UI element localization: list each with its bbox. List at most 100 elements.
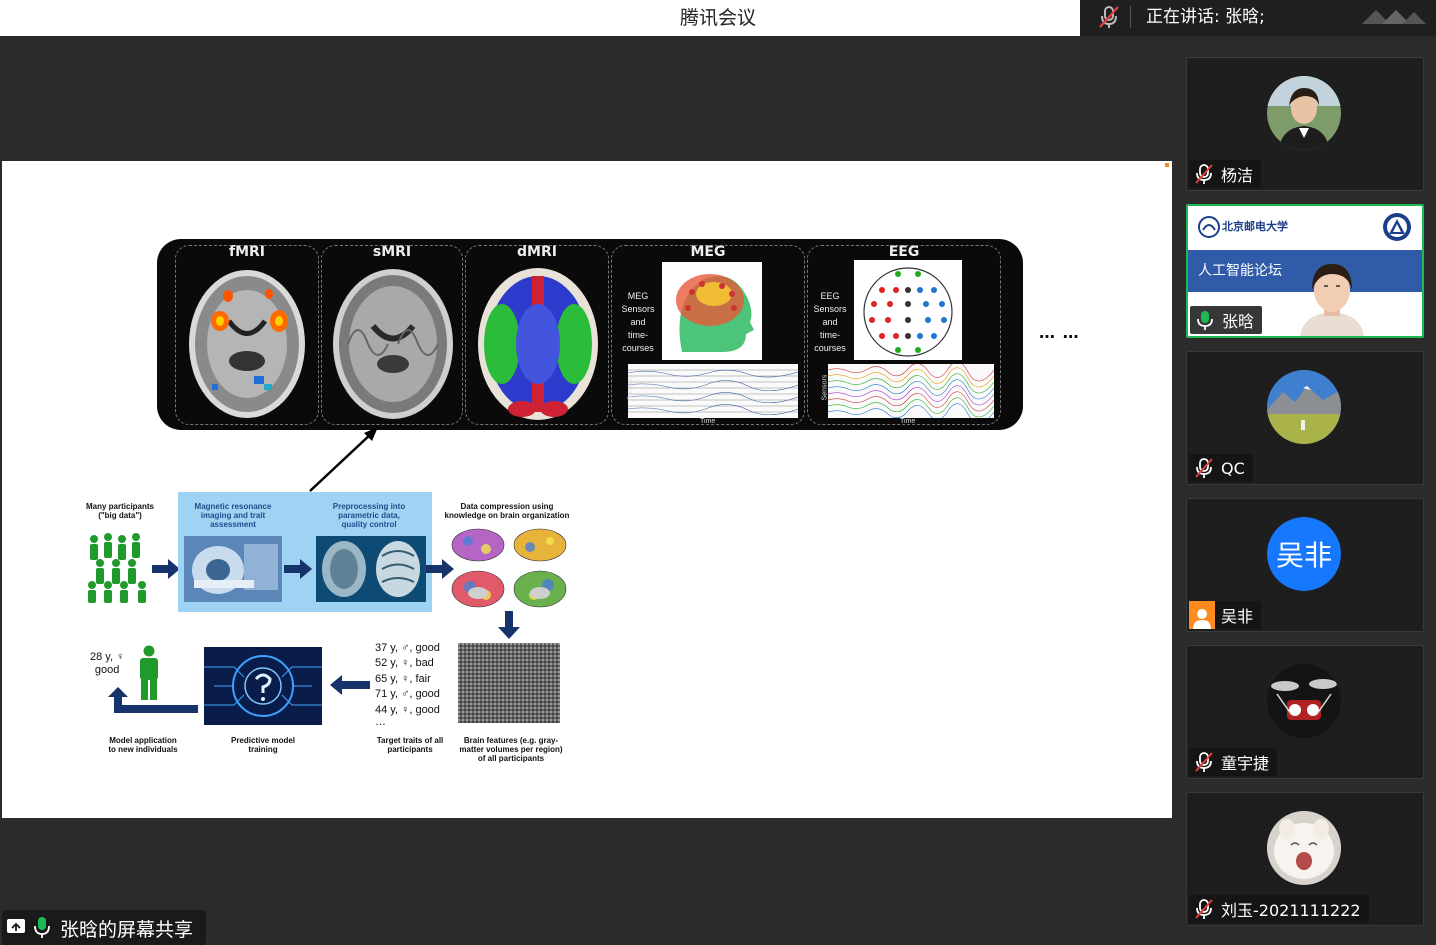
predictive-caption: Predictive model training [230, 736, 296, 754]
eeg-side-label: EEG Sensors and time- courses [813, 291, 847, 353]
preprocessing-caption: Preprocessing into parametric data, qual… [332, 502, 406, 529]
divider [1130, 6, 1131, 28]
dmri-tractography-image [478, 268, 598, 420]
mri-scanner-image [184, 536, 282, 602]
modality-label: sMRI [372, 244, 412, 260]
shared-slide: fMRI [2, 161, 1172, 818]
pipeline-arrow-down [498, 611, 520, 639]
new-individual-label: 28 y, ♀ good [90, 651, 125, 676]
avatar-initials: 吴非 [1267, 517, 1341, 591]
participant-name-tag: QC [1189, 454, 1253, 482]
title-bar [0, 0, 1080, 36]
bupt-emblem-icon [1198, 216, 1220, 238]
participant-name: 童宇捷 [1221, 754, 1270, 773]
mic-muted-icon [1195, 752, 1213, 772]
screen-share-label[interactable]: 张晗的屏幕共享 [2, 910, 206, 945]
modality-label: dMRI [517, 244, 557, 260]
participants-icon [88, 533, 146, 603]
pipeline-arrow-left [330, 675, 370, 695]
participant-tile[interactable]: 杨洁 [1186, 57, 1424, 191]
participant-tile[interactable]: 吴非 吴非 [1186, 498, 1424, 632]
smri-brain-image [333, 269, 453, 419]
participant-name: 张晗 [1222, 312, 1255, 331]
participant-tile[interactable]: 童宇捷 [1186, 645, 1424, 779]
brain-features-caption: Brain features (e.g. gray- matter volume… [459, 736, 563, 763]
forum-banner: 人工智能论坛 [1188, 250, 1422, 292]
mic-muted-icon[interactable] [1096, 4, 1122, 30]
participant-name-tag: 张晗 [1190, 306, 1263, 334]
participants-caption: Many participants ("big data") [85, 502, 154, 520]
modality-label: MEG [690, 244, 726, 260]
participant-name: QC [1221, 458, 1245, 478]
modality-meg: MEG MEG Sensors and time- courses [611, 244, 805, 425]
mic-muted-icon [1195, 458, 1213, 478]
fmri-brain-image [189, 270, 305, 418]
speaking-text: 正在讲话: 张晗; [1146, 7, 1265, 27]
speaking-indicator: 正在讲话: 张晗; [1080, 0, 1436, 36]
avatar [1267, 811, 1341, 885]
app-title: 腾讯会议 [679, 7, 756, 29]
screen-share-text: 张晗的屏幕共享 [60, 919, 194, 941]
avatar [1267, 76, 1341, 150]
participant-name: 杨洁 [1221, 166, 1254, 185]
bupt-logo-text: 北京邮电大学 [1222, 220, 1288, 233]
modality-eeg: EEG EEG Sensors and time- courses [807, 244, 1001, 425]
meg-timecourse-plot [628, 364, 798, 418]
compression-caption: Data compression using knowledge on brai… [444, 502, 570, 520]
predictive-model-image [204, 647, 322, 725]
mic-active-icon [1197, 311, 1213, 330]
eeg-timecourse-plot [828, 364, 994, 418]
forum-banner-text: 人工智能论坛 [1198, 263, 1282, 279]
user-icon [1189, 601, 1215, 629]
mic-muted-icon [1195, 899, 1213, 919]
forum-emblem-icon [1383, 213, 1411, 241]
time-axis-label: Time [900, 418, 916, 425]
modality-smri: sMRI [321, 244, 463, 425]
time-axis-label: Time [700, 418, 716, 425]
pipeline-arrow-right [284, 559, 312, 579]
application-caption: Model application to new individuals [108, 736, 178, 754]
modality-fmri: fMRI [175, 244, 319, 425]
tencent-meeting-logo [1362, 10, 1426, 24]
meg-head-image [662, 262, 762, 360]
brain-features-matrix [458, 643, 560, 723]
bupt-header: 北京邮电大学 [1188, 206, 1422, 250]
new-individual-icon [140, 645, 158, 700]
participant-name: 刘玉-2021111222 [1221, 901, 1361, 920]
mic-muted-icon [1195, 164, 1213, 184]
modality-panel: fMRI [157, 239, 1023, 430]
meg-side-label: MEG Sensors and time- courses [621, 291, 655, 353]
more-modalities: … … [1039, 323, 1080, 342]
share-area-top [2, 36, 1172, 161]
avatar [1267, 664, 1341, 738]
mri-caption: Magnetic resonance imaging and trait ass… [194, 502, 272, 529]
participant-name-tag: 刘玉-2021111222 [1189, 895, 1369, 923]
participant-name-tag: 杨洁 [1189, 160, 1262, 188]
brain-parcellation-image [451, 528, 567, 608]
pipeline-arrow-return [108, 687, 198, 713]
modality-label: fMRI [228, 244, 265, 260]
modality-dmri: dMRI [465, 244, 609, 425]
participant-name: 吴非 [1221, 607, 1254, 626]
target-traits-list: 37 y, ♂, good 52 y, ♀, bad 65 y, ♀, fair… [375, 642, 440, 729]
slide-marker [1165, 163, 1169, 167]
mic-active-icon [34, 917, 50, 938]
modality-label: EEG [888, 244, 920, 260]
participant-tile[interactable]: 刘玉-2021111222 [1186, 792, 1424, 926]
sensors-axis-label: Sensors [627, 374, 635, 401]
eeg-cap-diagram [854, 260, 962, 360]
participant-tile[interactable]: QC [1186, 351, 1424, 485]
target-traits-caption: Target traits of all participants [376, 736, 444, 754]
avatar [1267, 370, 1341, 444]
pipeline-arrow-right [152, 559, 180, 579]
participant-tile-active[interactable]: 北京邮电大学 人工智能论坛 [1186, 204, 1424, 338]
avatar: 吴非 [1267, 517, 1341, 591]
title-wrapper: 腾讯会议 [0, 0, 1436, 36]
preprocessed-brain-image [316, 536, 426, 602]
speaker-video [1300, 264, 1364, 336]
up-arrow [309, 427, 378, 492]
participant-name-tag: 吴非 [1189, 601, 1262, 629]
screen-share-icon [7, 919, 25, 933]
participant-name-tag: 童宇捷 [1189, 748, 1278, 776]
pipeline-arrow-right [426, 559, 454, 579]
